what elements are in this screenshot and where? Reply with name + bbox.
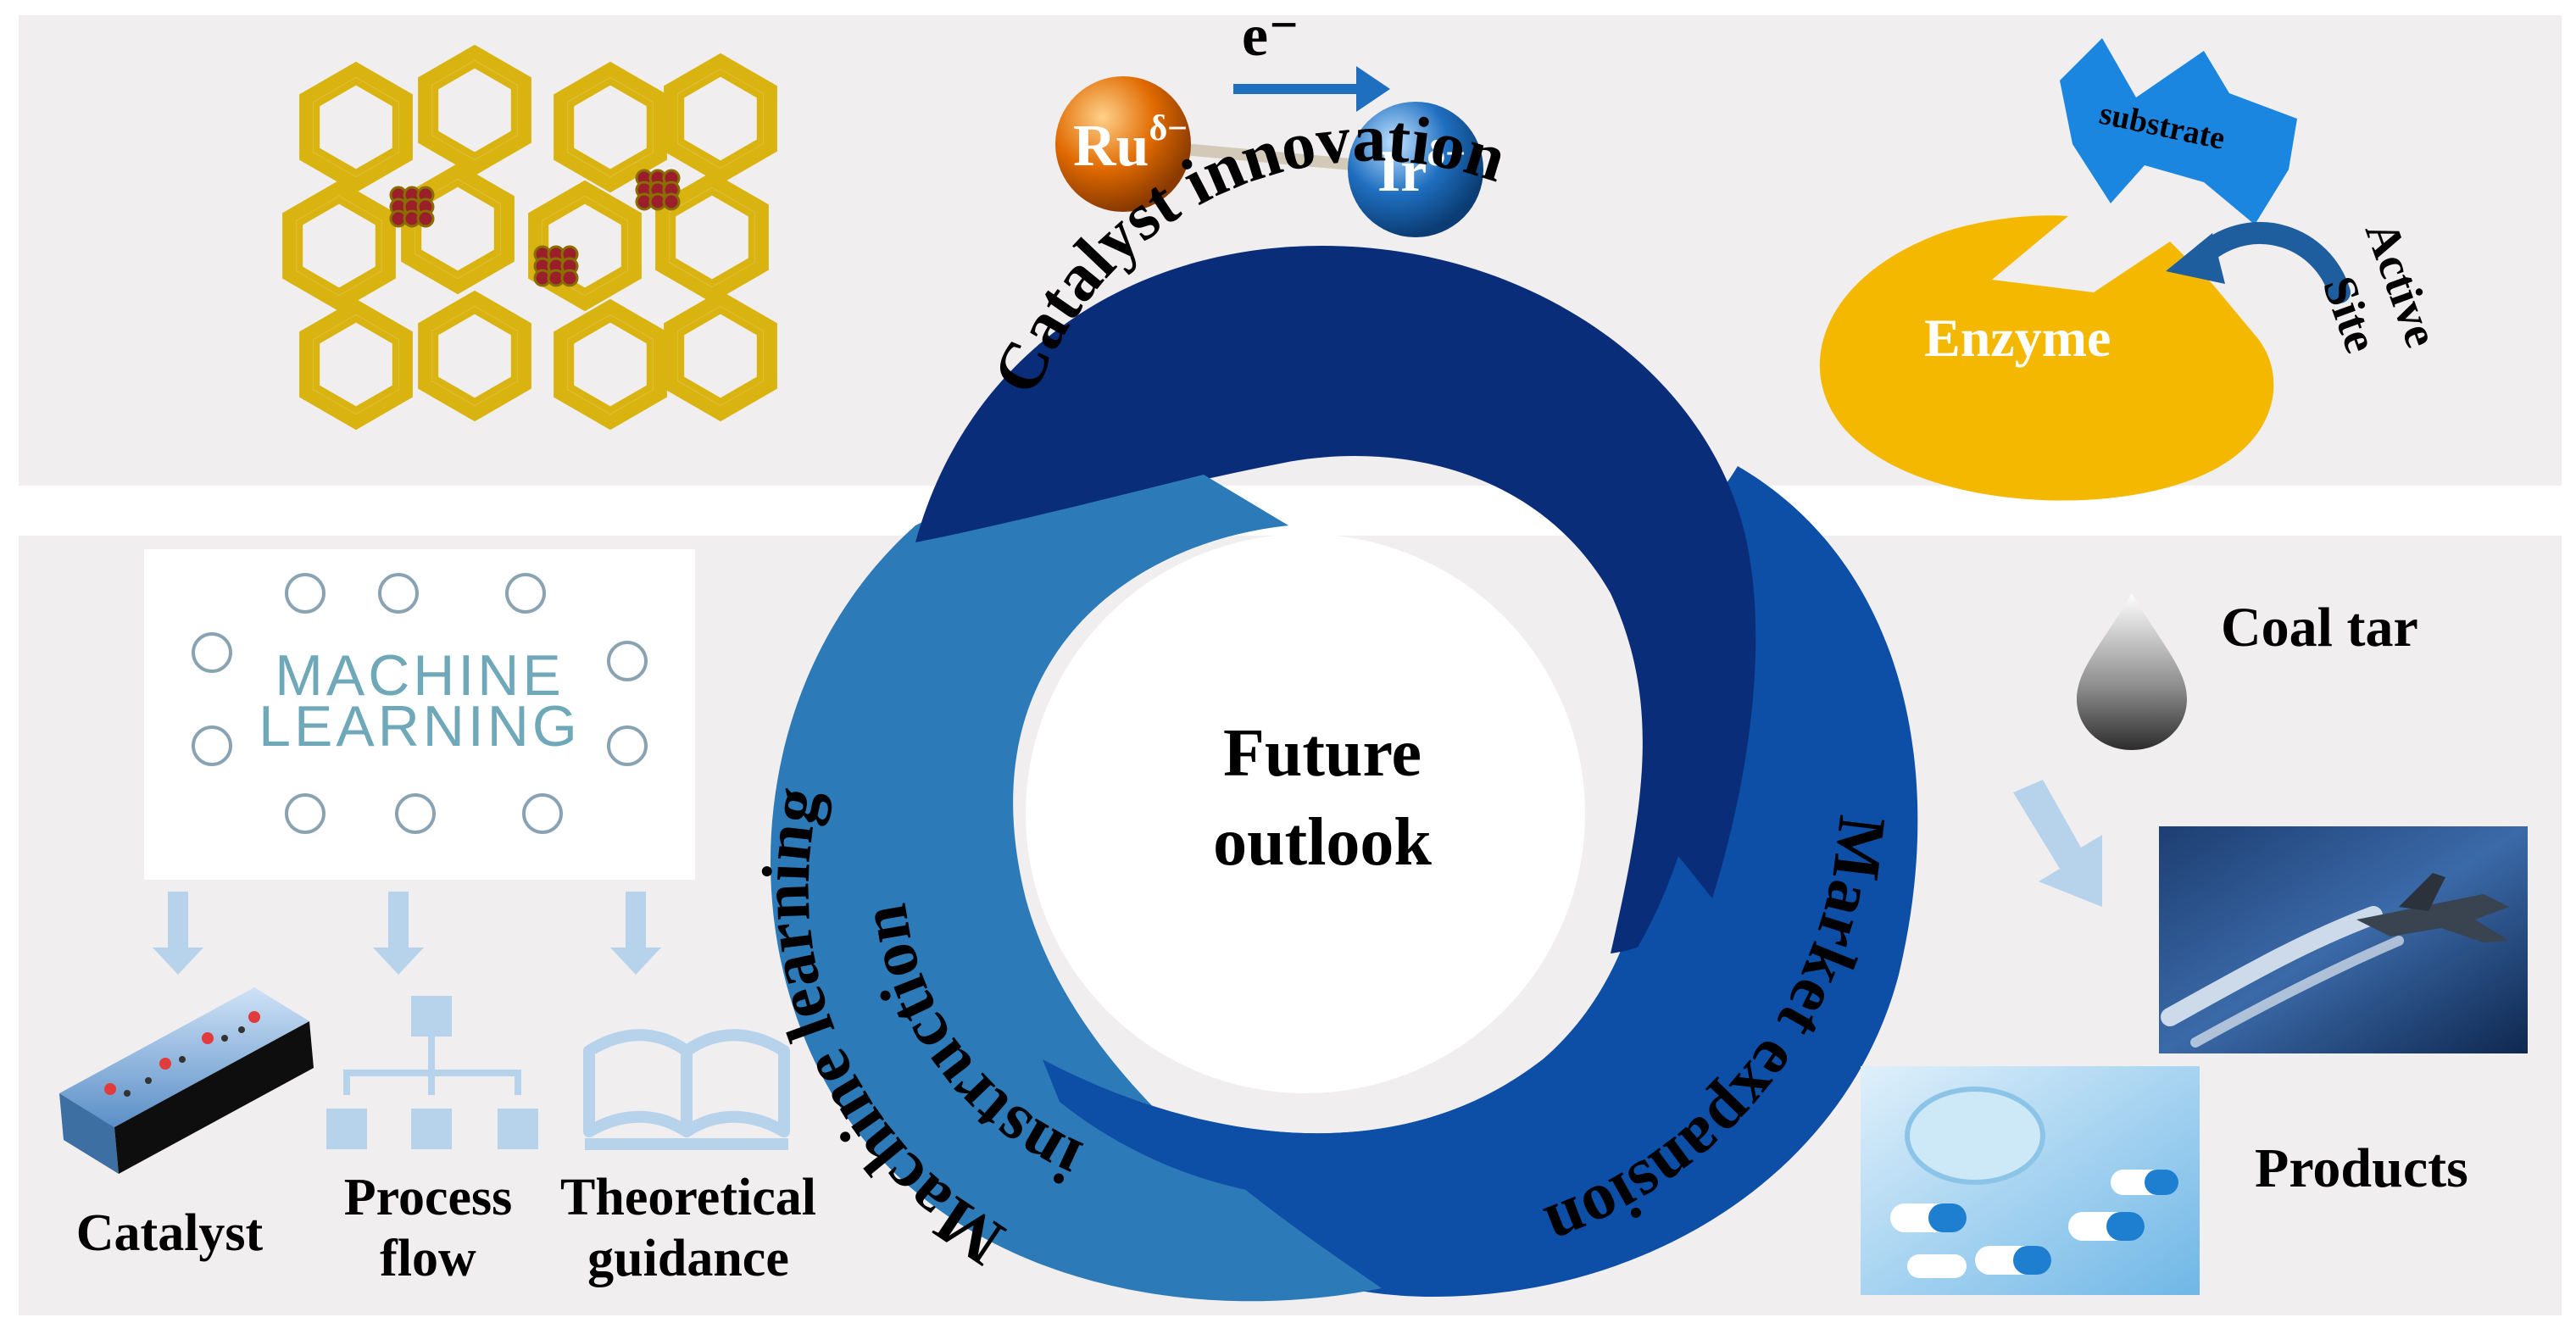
enzyme-illustration: substrate Enzyme Active Site (1819, 38, 2448, 501)
down-arrow-icon (153, 892, 203, 975)
substrate-shape (2060, 38, 2297, 225)
ru-atom (1055, 76, 1191, 212)
pharmaceutical-photo (1861, 1066, 2200, 1295)
down-arrow-icon (610, 892, 661, 975)
ir-label: Irδ+ (1377, 135, 1466, 204)
ru-ir-electron-transfer: Ruδ− Irδ+ e⁻ (1055, 3, 1483, 237)
ml-box-line2: LEARNING (259, 694, 581, 759)
ml-topic-icon (505, 573, 546, 614)
nanoparticle (560, 269, 579, 287)
ml-topic-icon (192, 632, 232, 673)
coal-tar-label: Coal tar (2221, 597, 2418, 659)
catalyst-chip-icon (59, 987, 314, 1174)
zeolite-cage (299, 298, 413, 431)
ml-topic-icon (192, 725, 232, 766)
theoretical-guidance-label-line2: guidance (587, 1230, 789, 1287)
zeolite-cage (296, 196, 382, 296)
zeolite-cage (313, 77, 399, 177)
ml-topic-icon (378, 573, 419, 614)
zeolite-cage (418, 290, 531, 422)
zeolite-cage (677, 69, 764, 169)
ring-catalyst-innovation (915, 246, 1756, 953)
center-title-line2: outlook (1213, 805, 1432, 880)
zeolite-cage (669, 187, 755, 287)
center-title-line1: Future (1223, 716, 1422, 791)
coal-tar-drop-icon (2077, 593, 2187, 750)
zeolite-framework-illustration (282, 44, 777, 431)
process-flow-icon (326, 996, 538, 1149)
active-site-arrow (2193, 222, 2351, 303)
ml-topic-icon (522, 793, 563, 834)
ir-atom (1348, 102, 1483, 237)
zeolite-cage (664, 53, 777, 185)
nanoparticle (416, 209, 435, 228)
center-disk (1026, 534, 1585, 1093)
ml-topic-icon (607, 725, 648, 766)
pill-capsules (1890, 1170, 2178, 1278)
enzyme-label: Enzyme (1924, 308, 2111, 368)
ml-down-arrows (153, 892, 661, 975)
zeolite-cage (677, 306, 764, 406)
ml-topic-icon (395, 793, 436, 834)
zeolite-cage (418, 44, 531, 176)
aircraft-photo (2159, 826, 2528, 1053)
machine-learning-panel: MACHINE LEARNING (144, 549, 695, 880)
process-flow-label-line2: flow (380, 1230, 476, 1287)
zeolite-cage (299, 61, 413, 193)
products-label: Products (2255, 1137, 2468, 1199)
zeolite-cage (554, 298, 667, 431)
coal-tar-down-arrow (2013, 780, 2102, 907)
process-flow-label-line1: Process (344, 1169, 513, 1226)
zeolite-cage (567, 314, 654, 414)
zeolite-cage (567, 77, 654, 177)
zeolite-cage (313, 314, 399, 414)
theoretical-guidance-label-line1: Theoretical (560, 1169, 816, 1226)
zeolite-cage (282, 180, 396, 312)
nanoparticle (662, 192, 681, 211)
zeolite-cage (431, 60, 518, 160)
down-arrow-icon (373, 892, 424, 975)
zeolite-cage (528, 180, 642, 312)
electron-label: e⁻ (1242, 3, 1299, 69)
zeolite-cage (542, 196, 628, 296)
zeolite-cage (431, 306, 518, 406)
enzyme-body (1819, 215, 2274, 501)
ml-box-line1: MACHINE (275, 643, 565, 708)
book-icon (583, 1029, 790, 1150)
catalyst-label: Catalyst (76, 1204, 264, 1262)
electron-arrow (1233, 66, 1390, 112)
zeolite-cage (664, 290, 777, 422)
ru-label: Ruδ− (1073, 109, 1188, 179)
zeolite-cage (554, 61, 667, 193)
ml-topic-icon (285, 793, 325, 834)
central-cycle (770, 246, 1918, 1302)
ml-topic-icon (607, 641, 648, 681)
ml-topic-icon (285, 573, 325, 614)
